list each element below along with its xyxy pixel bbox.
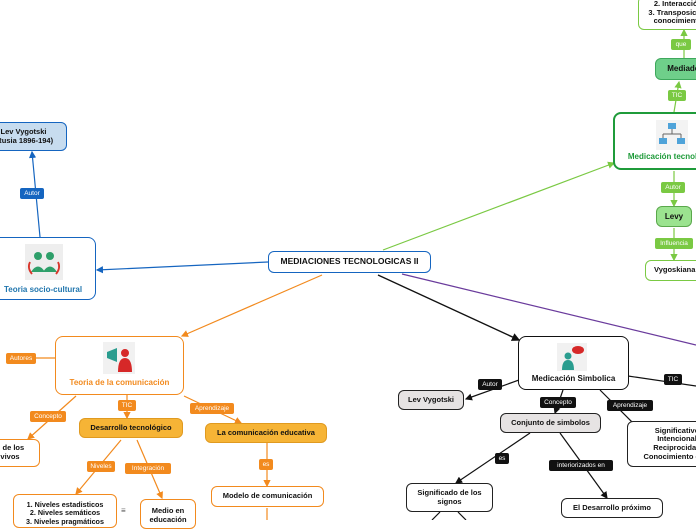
node-modelo-comunicacion-text: Modelo de comunicación [222,491,313,501]
tag-autor-2-text: Autor [24,190,40,197]
tag-interiorizados-text: interiorizados en [557,462,605,469]
tag-aprendizaje-2: Aprendizaje [607,400,653,411]
tag-tic-3-text: TIC [667,376,679,383]
tag-es-1-text: es [262,461,270,468]
node-conjunto-simbolos-text: Conjunto de simbolos [511,417,590,427]
node-lev-vygotski-rusia[interactable]: Lev Vygotski (Rusia 1896-194) [0,122,67,151]
tag-integracion-text: Integración [131,465,165,472]
tag-aprendizaje-2-text: Aprendizaje [612,402,648,409]
tag-que: que [671,39,691,50]
node-desarrollo-proximo[interactable]: El Desarrollo próximo [561,498,663,518]
link-central-teocom [180,274,323,337]
tag-tic-2-text: TIC [121,402,133,409]
link-central-purple [401,273,696,346]
node-lev-vygotski-text: Lev Vygotski [408,394,454,404]
link-central-medtec [382,161,616,251]
tag-niveles: Niveles [87,461,115,472]
tag-autor-1: Autor [661,182,685,193]
node-medicacion-tecnologica-text: Medicación tecnológica [627,151,696,161]
node-significativo[interactable]: Significativo Intencional Reciprocidad C… [627,421,696,467]
tag-tic-3: TIC [664,374,682,385]
tag-concepto-1: Concepto [30,411,66,422]
tag-autor-3-text: Autor [482,381,498,388]
node-conjunto-simbolos[interactable]: Conjunto de simbolos [500,413,601,433]
tag-es-1: es [259,459,273,470]
tag-influencia-text: Influencia [660,240,688,247]
node-niveles-list-text: 1. Niveles estadisticos 2. Niveles semát… [26,500,104,526]
node-modelo-comunicacion[interactable]: Modelo de comunicación [211,486,324,507]
node-mediador[interactable]: Mediador [655,58,696,80]
people-icon [25,244,63,280]
node-significativo-text: Significativo Intencional Reciprocidad C… [643,425,696,461]
node-interaccion[interactable]: 2. Interacción 3. Transposición conocimi… [638,0,696,30]
tag-influencia: Influencia [655,238,693,249]
notes-icon[interactable]: ≡ [121,506,126,515]
node-medicacion-simbolica-text: Medicación Simbolica [531,373,616,383]
node-vygoskiana[interactable]: Vygoskiana [645,260,696,281]
tag-autor-1-text: Autor [665,184,681,191]
node-interaccion-text: 2. Interacción 3. Transposición conocimi… [648,0,696,26]
node-comunicacion-educativa-text: La comunicación educativa [217,427,315,437]
link-signos-down-l [431,511,441,520]
node-levy[interactable]: Levy [656,206,692,227]
node-lev-vygotski[interactable]: Lev Vygotski [398,390,464,410]
tag-concepto-2: Concepto [540,397,576,408]
node-mediador-text: Mediador [667,64,696,74]
link-central-medsimb [377,274,521,341]
node-teoria-comunicacion-text: Teoria de la comunicación [69,377,170,387]
node-levy-text: Levy [664,211,684,221]
network-icon [656,120,688,150]
chat-person-icon [557,343,587,371]
tag-aprendizaje-1: Aprendizaje [190,403,234,414]
link-medsimb-signint [627,375,696,387]
node-comunicacion-educativa[interactable]: La comunicación educativa [205,423,327,443]
tag-que-text: que [675,41,687,48]
tag-niveles-text: Niveles [90,463,112,470]
node-desarrollo-proximo-text: El Desarrollo próximo [573,502,651,512]
central-topic-title: MEDIACIONES TECNOLOGICAS II [280,256,419,267]
central-topic[interactable]: MEDIACIONES TECNOLOGICAS II [268,251,431,273]
tag-tic-1-text: TIC [671,92,683,99]
link-conj-signos [455,432,531,484]
tag-es-2: es [495,453,509,464]
node-vivos-text: d de los vivos [0,443,25,461]
link-signos-down-r [457,511,467,520]
node-vivos[interactable]: d de los vivos [0,439,40,467]
node-desarrollo-tecnologico-text: Desarrollo tecnológico [90,422,172,432]
node-significado-signos-text: Significado de los signos [417,487,482,506]
tag-aprendizaje-1-text: Aprendizaje [194,405,230,412]
tag-tic-1: TIC [668,90,686,101]
tag-autores-text: Autores [9,355,33,362]
node-medio-educacion[interactable]: Medio en educación [140,499,196,529]
tag-integracion: Integración [125,463,171,474]
node-niveles-list[interactable]: 1. Niveles estadisticos 2. Niveles semát… [13,494,117,528]
tag-interiorizados: interiorizados en [549,460,613,471]
link-central-socio [95,261,269,274]
node-teoria-socio-cultural-text: Teoria socio-cultural [3,284,83,294]
tag-concepto-1-text: Concepto [34,413,62,420]
tag-concepto-2-text: Concepto [544,399,572,406]
tag-tic-2: TIC [118,400,136,411]
node-medio-educacion-text: Medio en educación [149,506,187,524]
node-vygoskiana-text: Vygoskiana [654,265,696,275]
node-significado-signos[interactable]: Significado de los signos [406,483,493,512]
tag-autor-3: Autor [478,379,502,390]
tag-autor-2: Autor [20,188,44,199]
presentation-icon [103,342,135,374]
node-desarrollo-tecnologico[interactable]: Desarrollo tecnológico [79,418,183,438]
node-lev-vygotski-rusia-text: Lev Vygotski (Rusia 1896-194) [0,126,54,145]
tag-es-2-text: es [498,455,506,462]
tag-autores: Autores [6,353,36,364]
